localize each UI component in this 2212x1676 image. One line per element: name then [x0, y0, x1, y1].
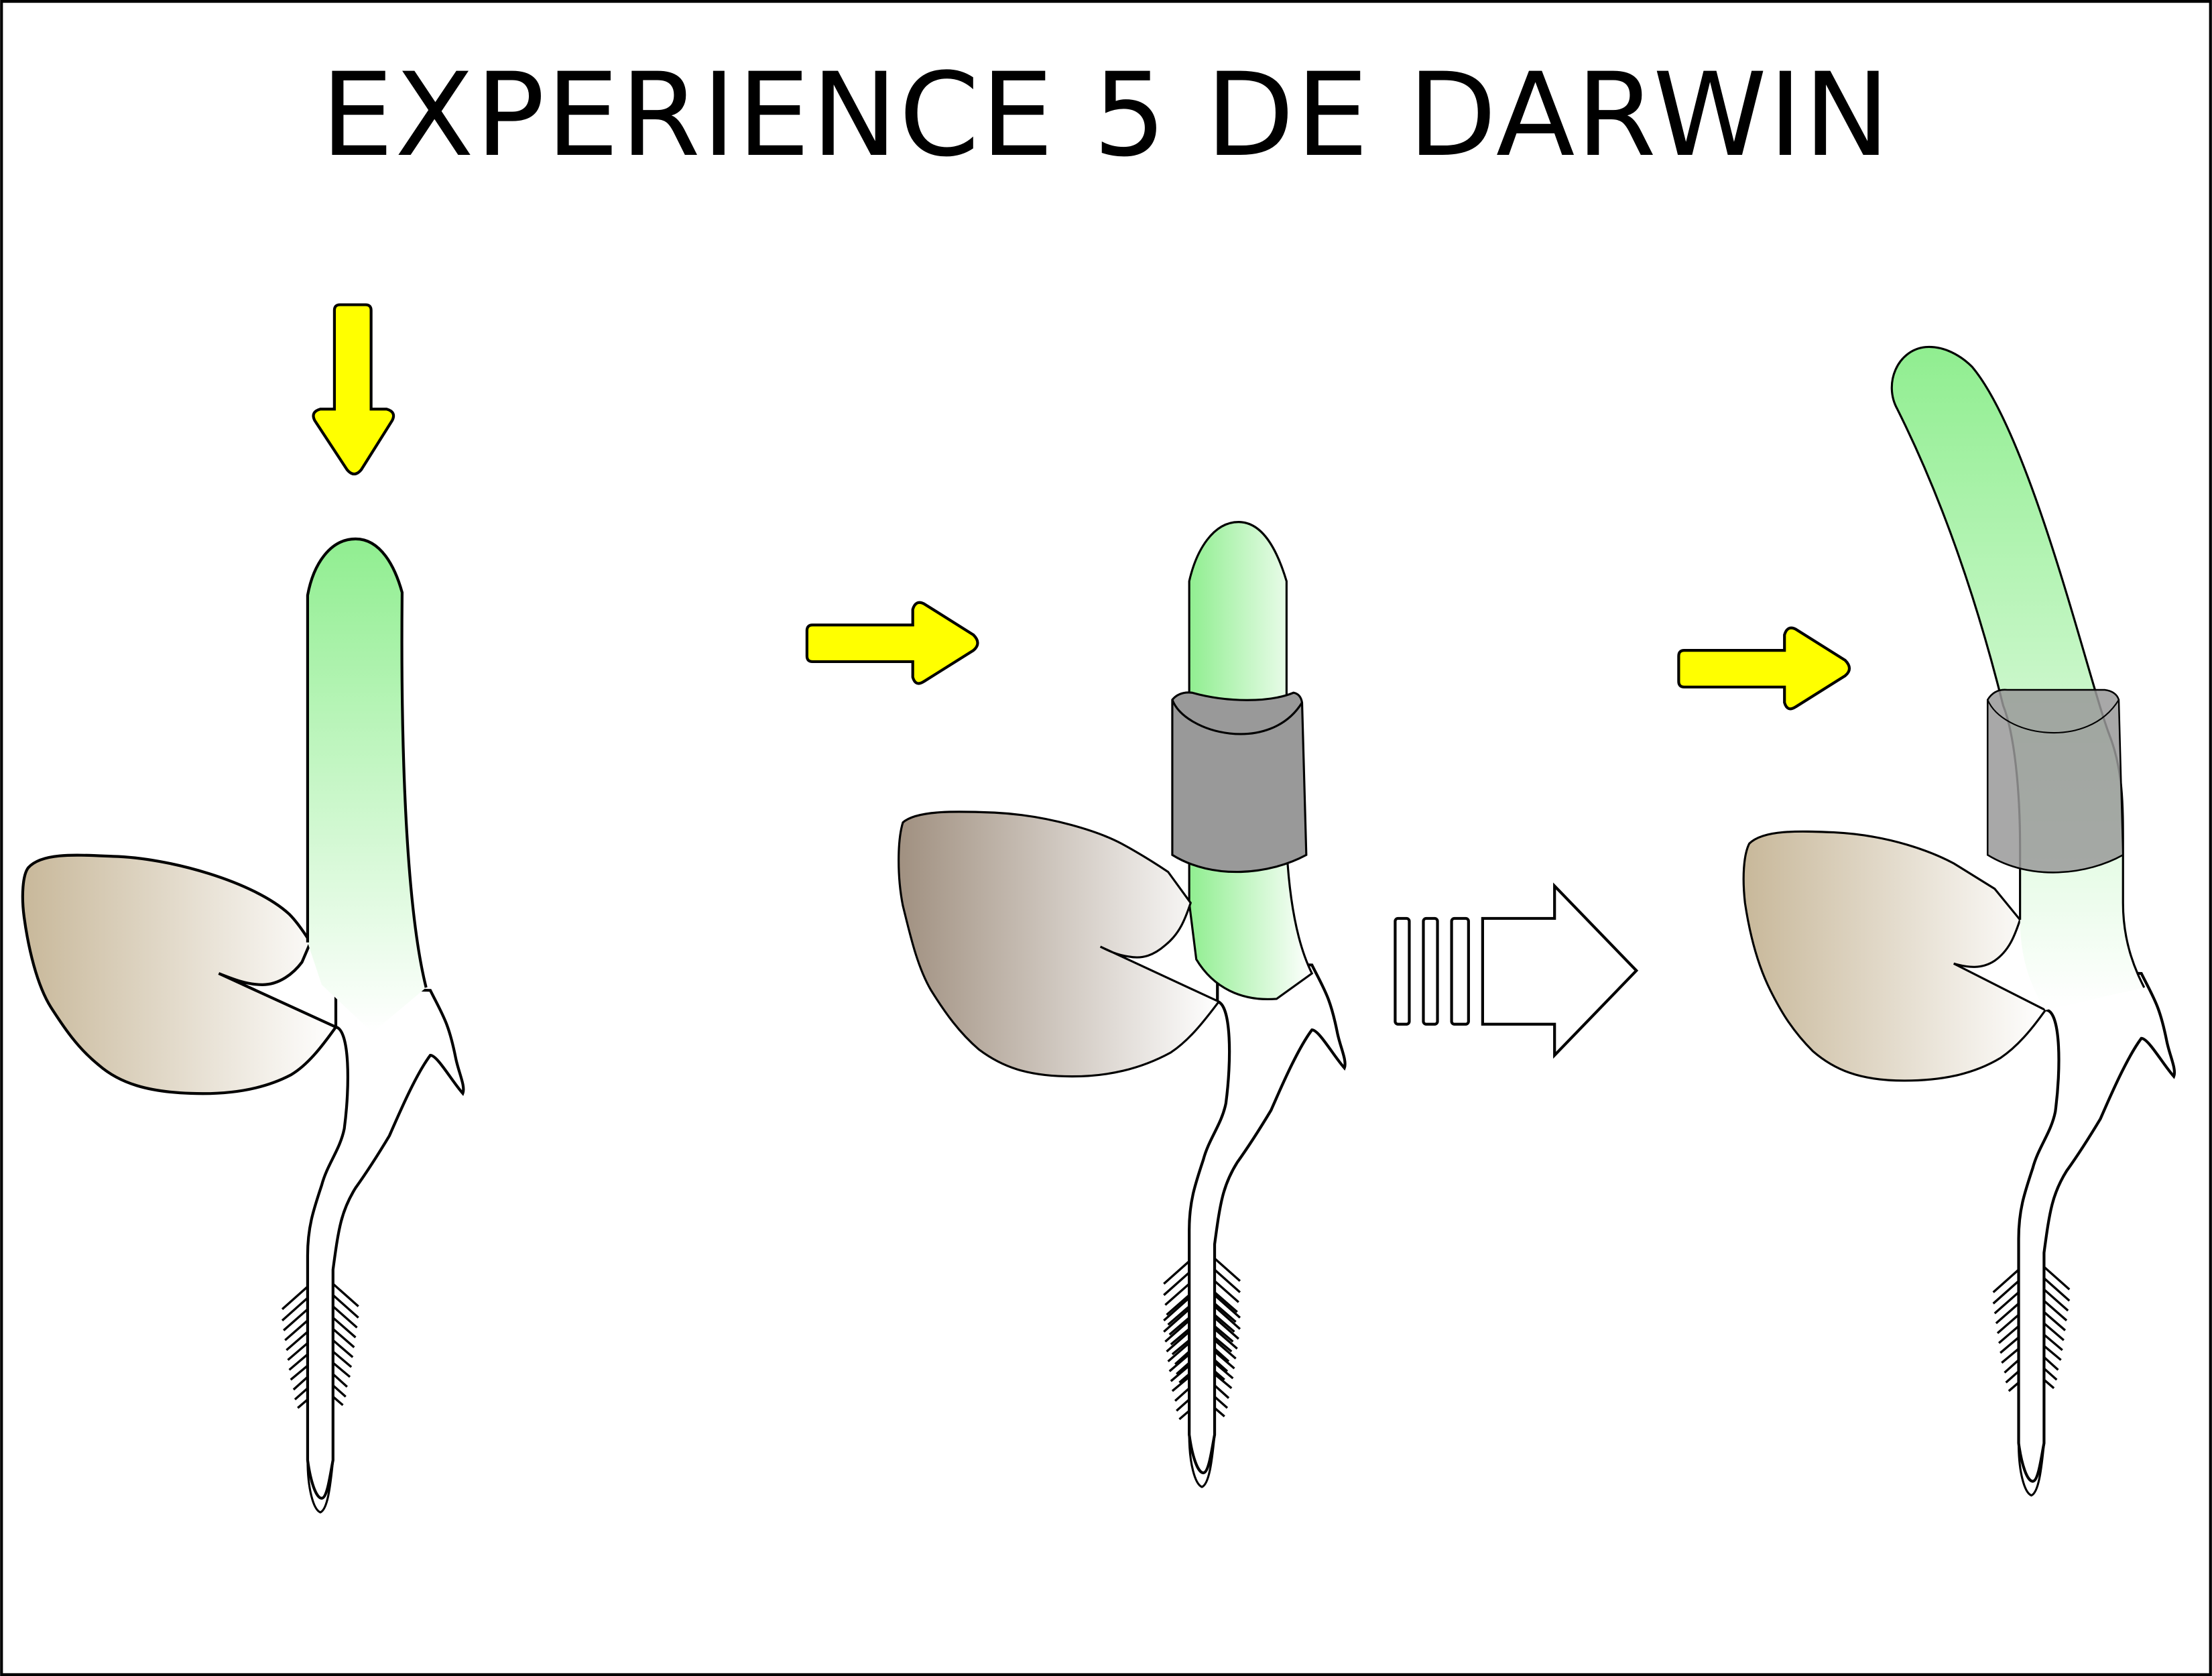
opaque-sleeve	[1986, 689, 2124, 874]
light-arrow-down-icon	[312, 303, 395, 476]
light-arrow-right-icon	[1677, 626, 1851, 711]
seed	[898, 811, 1221, 1078]
seedling-1-control	[21, 303, 464, 1512]
time-passing-arrow-icon	[1394, 882, 1639, 1059]
light-arrow-right-icon	[805, 601, 979, 685]
opaque-sleeve	[1171, 691, 1308, 874]
seedling-2-shielded-base	[805, 521, 1345, 1487]
seedling-3-bent	[1677, 346, 2174, 1495]
coleoptile	[307, 538, 426, 1033]
seed	[21, 853, 339, 1095]
seed	[1742, 830, 2047, 1082]
diagram-title: EXPERIENCE 5 DE DARWIN	[320, 48, 1892, 182]
